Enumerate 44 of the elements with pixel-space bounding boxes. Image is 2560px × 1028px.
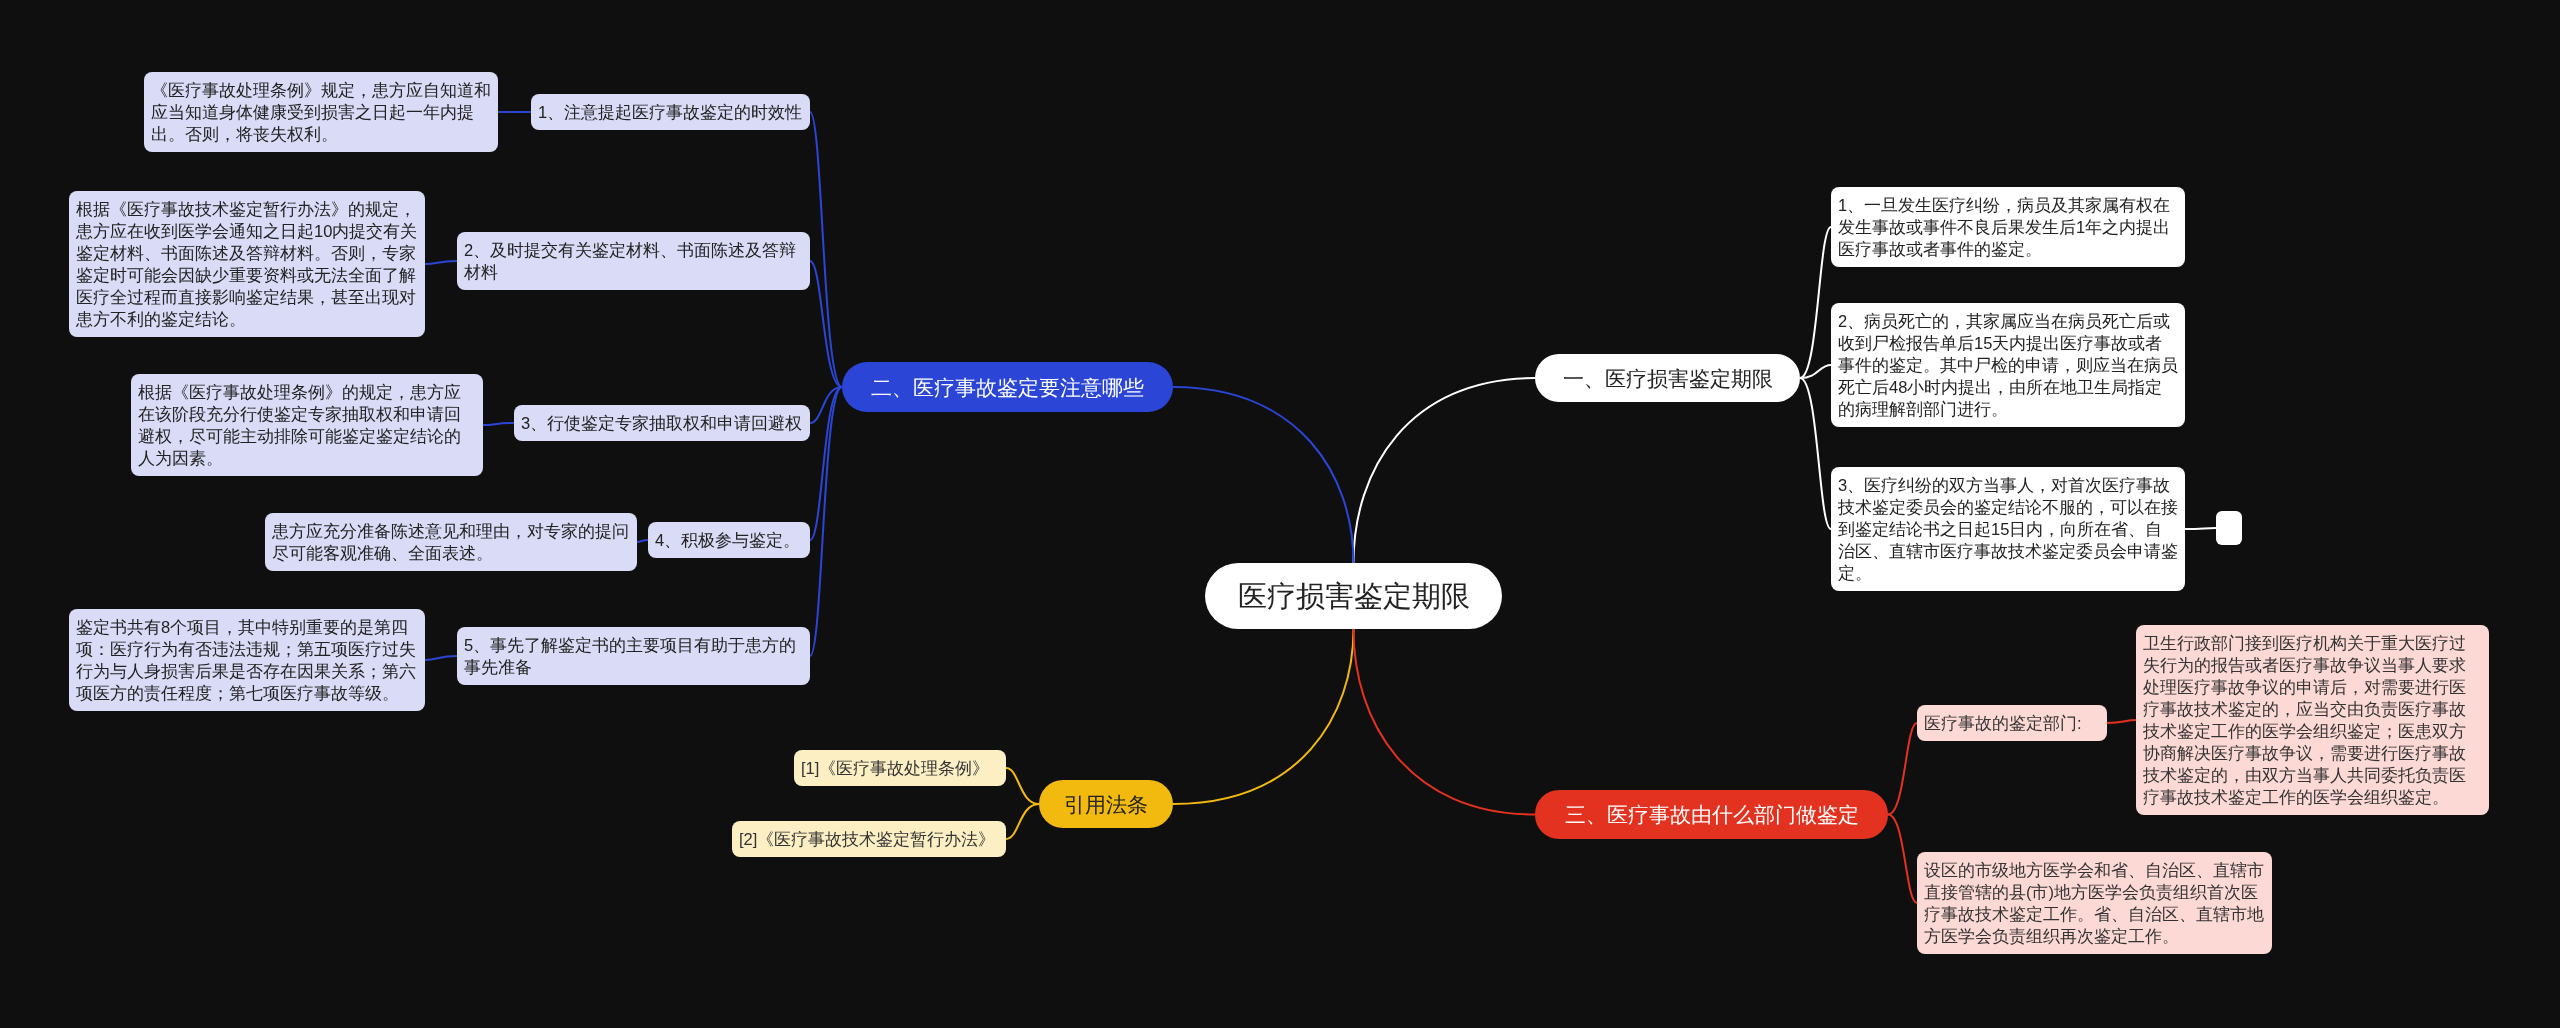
branch-topic: 三、医疗事故由什么部门做鉴定 (1535, 790, 1888, 839)
topic-box: 3、行使鉴定专家抽取权和申请回避权 (514, 405, 810, 441)
empty-box (2216, 511, 2242, 545)
connector-line (1352, 377, 1536, 564)
branch-topic: 二、医疗事故鉴定要注意哪些 (842, 362, 1173, 412)
connector-line (1887, 722, 1918, 816)
connector-line (1172, 628, 1355, 805)
connector-line (809, 111, 843, 388)
topic-box: 根据《医疗事故处理条例》的规定，患方应在该阶段充分行使鉴定专家抽取权和申请回避权，尽可能主动排除可能鉴定鉴定结论的人为因素。 (131, 374, 483, 476)
topic-box: 患方应充分准备陈述意见和理由，对专家的提问尽可能客观准确、全面表述。 (265, 513, 637, 571)
connector-line (2106, 719, 2137, 724)
connector-line (424, 655, 458, 661)
topic-box: 2、病员死亡的，其家属应当在病员死亡后或收到尸检报告单后15天内提出医疗事故或者事件的鉴定。其中尸检的申请，则应当在病员死亡后48小时内提出，由所在地卫生局指定的病理解剖部门进行。 (1831, 303, 2185, 427)
connector-line (636, 539, 649, 543)
branch-topic: 一、医疗损害鉴定期限 (1535, 354, 1800, 402)
topic-box: 鉴定书共有8个项目，其中特别重要的是第四项：医疗行为有否违法违规；第五项医疗过失行为与人身损害后果是否存在因果关系；第六项医方的责任程度；第七项医疗事故等级。 (69, 609, 425, 711)
connector-line (1799, 377, 1832, 530)
central-topic: 医疗损害鉴定期限 (1205, 563, 1502, 629)
topic-box: 1、一旦发生医疗纠纷，病员及其家属有权在发生事故或事件不良后果发生后1年之内提出医疗事故或者事件的鉴定。 (1831, 187, 2185, 267)
connector-line (2184, 527, 2217, 530)
connector-line (809, 386, 843, 541)
topic-box: 3、医疗纠纷的双方当事人，对首次医疗事故技术鉴定委员会的鉴定结论不服的，可以在接到鉴定结论书之日起15日内，向所在省、自治区、直辖市医疗事故技术鉴定委员会申请鉴定。 (1831, 467, 2185, 591)
connector-line (1172, 386, 1355, 564)
topic-box: 2、及时提交有关鉴定材料、书面陈述及答辩材料 (457, 232, 810, 290)
topic-box: 1、注意提起医疗事故鉴定的时效性 (531, 94, 810, 130)
connector-line (809, 260, 843, 388)
connector-line (497, 111, 532, 113)
topic-box: 卫生行政部门接到医疗机构关于重大医疗过失行为的报告或者医疗事故争议当事人要求处理医疗事故争议的申请后，对需要进行医疗事故技术鉴定的，应当交由负责医疗事故技术鉴定工作的医学会组织鉴定；医患双方协商解决医疗事故争议，需要进行医疗事故技术鉴定的，由双方当事人共同委托负责医疗事故技术鉴定工作的医学会组织鉴定。 (2136, 625, 2489, 815)
connector-line (424, 260, 458, 265)
connector-line (1005, 803, 1040, 840)
topic-box: 《医疗事故处理条例》规定，患方应自知道和应当知道身体健康受到损害之日起一年内提出。否则，将丧失权利。 (144, 72, 498, 152)
connector-line (482, 422, 515, 426)
topic-box: 设区的市级地方医学会和省、自治区、直辖市直接管辖的县(市)地方医学会负责组织首次医疗事故技术鉴定工作。省、自治区、直辖市地方医学会负责组织再次鉴定工作。 (1917, 852, 2272, 954)
topic-box: 医疗事故的鉴定部门: (1917, 705, 2107, 741)
topic-box: 根据《医疗事故技术鉴定暂行办法》的规定，患方应在收到医学会通知之日起10内提交有关鉴定材料、书面陈述及答辩材料。否则，专家鉴定时可能会因缺少重要资料或无法全面了解医疗全过程而直接影响鉴定结果，甚至出现对患方不利的鉴定结论。 (69, 191, 425, 337)
connector-line (1799, 364, 1832, 379)
topic-box: 5、事先了解鉴定书的主要项目有助于患方的事先准备 (457, 627, 810, 685)
connector-line (1352, 628, 1536, 816)
topic-box: [2]《医疗事故技术鉴定暂行办法》 (732, 821, 1006, 857)
connector-line (1799, 226, 1832, 379)
branch-topic: 引用法条 (1039, 780, 1173, 828)
topic-box: 4、积极参与鉴定。 (648, 522, 810, 558)
topic-box: [1]《医疗事故处理条例》 (794, 750, 1006, 786)
connector-line (1887, 813, 1918, 904)
